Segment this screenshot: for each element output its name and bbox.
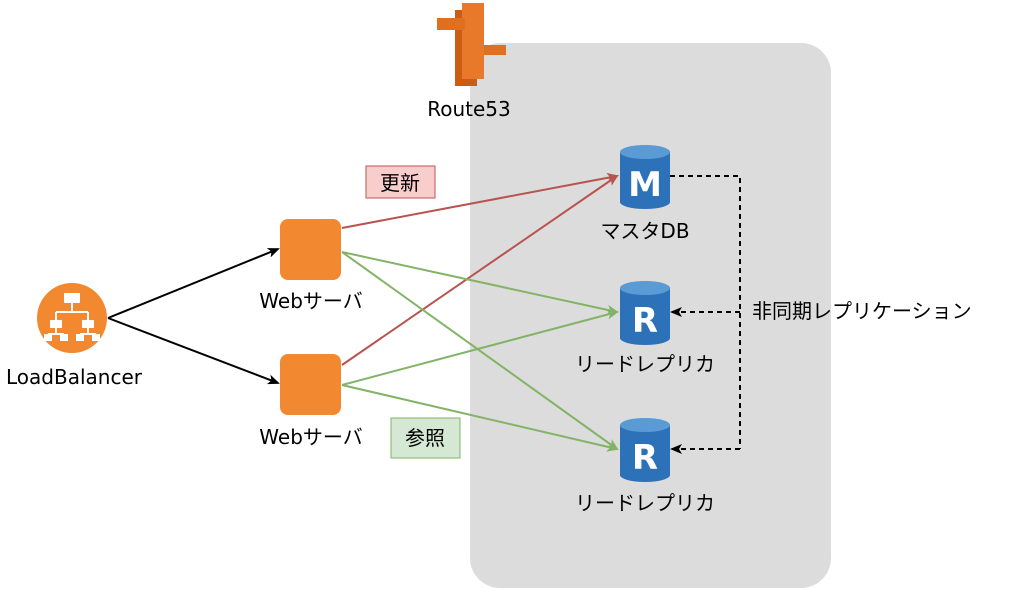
update-tag: 更新 <box>365 165 436 199</box>
web2-update-arrow <box>341 174 619 366</box>
async-replication-label: 非同期レプリケーション <box>752 299 972 323</box>
route53-label: Route53 <box>427 97 511 121</box>
web-server-2-icon[interactable] <box>280 354 341 415</box>
web1-update-arrow <box>341 172 619 229</box>
web2-ref-replica1-arrow <box>341 309 619 386</box>
replication-connector <box>670 175 741 449</box>
master-db-label: マスタDB <box>600 219 689 243</box>
load-balancer-label: LoadBalancer <box>6 365 143 389</box>
read-replica-1-letter: R <box>632 301 658 341</box>
read-replica-2-letter: R <box>632 438 658 478</box>
lb-to-web2-arrow <box>107 317 280 385</box>
web1-ref-replica1-arrow <box>341 251 619 315</box>
web-server-2-label: Webサーバ <box>259 425 362 449</box>
load-balancer-icon[interactable] <box>37 283 107 353</box>
reference-tag-label: 参照 <box>405 426 445 450</box>
master-db-letter: M <box>628 165 662 205</box>
web1-ref-replica2-arrow <box>341 251 619 451</box>
read-replica-1-label: リードレプリカ <box>575 352 715 376</box>
web2-ref-replica2-arrow <box>341 384 619 452</box>
read-replica-2-icon[interactable]: R <box>620 418 670 482</box>
read-replica-1-icon[interactable]: R <box>620 281 670 345</box>
update-tag-label: 更新 <box>380 171 420 195</box>
web-server-1-label: Webサーバ <box>259 289 362 313</box>
master-db-icon[interactable]: M <box>620 145 670 209</box>
reference-tag: 参照 <box>390 417 461 459</box>
read-replica-2-label: リードレプリカ <box>575 491 715 515</box>
web-server-1-icon[interactable] <box>280 219 341 280</box>
route53-icon[interactable] <box>437 3 506 86</box>
lb-to-web1-arrow <box>107 248 280 319</box>
